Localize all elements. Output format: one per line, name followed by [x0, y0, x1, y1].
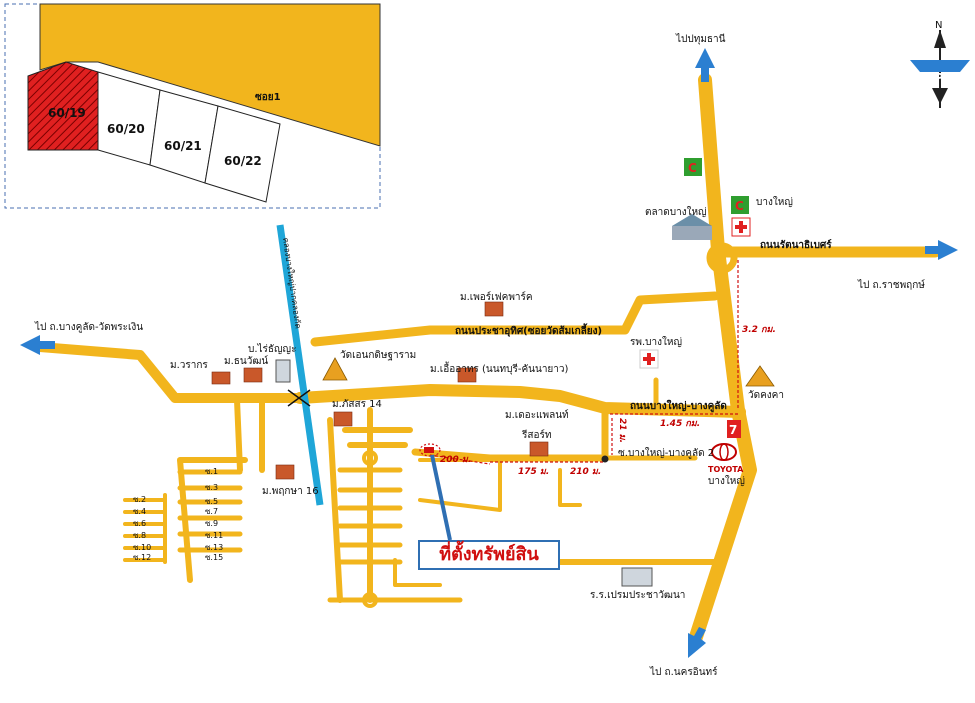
- soi-label: ซ.9: [205, 519, 218, 528]
- label-dist-200: 200 ม.: [440, 455, 471, 465]
- property-marker: [424, 447, 434, 453]
- svg-text:7: 7: [729, 423, 737, 437]
- label-thanawan: ม.ธนวัฒน์: [224, 355, 268, 367]
- junction-dot: [601, 455, 609, 463]
- house-icon: [529, 441, 549, 457]
- bridge-icon: [287, 389, 311, 407]
- soi-label: ซ.1: [205, 467, 218, 476]
- property-location-label: ที่ตั้งทรัพย์สิน: [418, 540, 560, 570]
- soi-label: ซ.3: [205, 483, 218, 492]
- label-school: ร.ร.เปรมประชาวัฒนา: [590, 590, 685, 601]
- label-wat-ten: วัดเอนกดิษฐาราม: [340, 350, 416, 361]
- distance-markers: [429, 260, 739, 465]
- gpv-logo: GPV: [925, 71, 954, 85]
- property-pointer: [430, 454, 452, 541]
- cross-logo-icon: [731, 217, 751, 237]
- road-network: [35, 73, 941, 647]
- label-dist-175: 175 ม.: [518, 467, 549, 477]
- inset-plan: 60/19 60/20 60/21 60/22 ซอย1: [4, 3, 381, 209]
- compass-n: N: [935, 20, 942, 31]
- compass-icon: N GPV: [910, 20, 970, 108]
- arrow-west-icon: [20, 335, 55, 355]
- hospital-icon: [639, 349, 659, 369]
- plot-label-60-19: 60/19: [48, 106, 86, 120]
- label-dist-210: 210 ม.: [570, 467, 601, 477]
- svg-text:C: C: [688, 161, 697, 175]
- arrow-east-icon: [925, 240, 958, 260]
- plot-label-60-20: 60/20: [107, 122, 145, 136]
- soi-label: ซ.2: [133, 495, 146, 504]
- seven-eleven-logo-icon: 7: [727, 420, 741, 438]
- plot-label-60-21: 60/21: [164, 139, 202, 153]
- label-bangyai-bangkulat: ถนนบางใหญ่-บางคูลัด: [630, 399, 727, 413]
- temple-icons: [322, 357, 775, 387]
- plot-60-22: [204, 105, 281, 203]
- soi-label: ซ.11: [205, 531, 223, 540]
- property-circle: [419, 443, 441, 457]
- soi-label: ซ.4: [133, 507, 146, 516]
- label-dist-3-2: 3.2 กม.: [742, 325, 776, 335]
- temple-icon-2: [745, 365, 775, 387]
- arrow-north-icon: [695, 48, 715, 82]
- soi-label: ซ.15: [205, 553, 223, 562]
- house-icon: [484, 301, 504, 317]
- label-phatsorn: ม.ภัสสร 14: [332, 399, 382, 410]
- soi-label: ซ.13: [205, 543, 223, 552]
- label-hospital: รพ.บางใหญ่: [630, 336, 682, 348]
- label-pracha-uthit: ถนนประชาอุทิศ(ซอยวัดส้มเกลี้ยง): [455, 323, 602, 337]
- direction-arrows: [20, 48, 958, 658]
- label-rai-thanya: บ.ไร่ธัญญะ: [248, 343, 296, 355]
- seven-eleven-icon-2: C: [731, 196, 749, 214]
- soi-label: ซ.12: [133, 553, 151, 562]
- label-west: ไป ถ.บางคูลัด-วัดพระเงิน: [34, 321, 143, 333]
- map-labels: ไปปทุมธานี ไป ถ.ราชพฤกษ์ ไป ถ.บางคูลัด-ว…: [34, 33, 925, 678]
- house-icon: [457, 367, 477, 383]
- house-icon: [243, 367, 263, 383]
- label-the-palm: ม.เดอะแพลนท์: [505, 409, 569, 421]
- soi-label: ซ.6: [133, 519, 146, 528]
- house-icon: [333, 411, 353, 427]
- market-icon: [672, 214, 712, 240]
- label-toyota: TOYOTA: [708, 465, 744, 474]
- house-icon: [211, 371, 231, 385]
- label-wat-khong-kha: วัดคงคา: [748, 390, 784, 401]
- label-soi-2: ซ.บางใหญ่-บางคูลัด 2: [618, 447, 714, 459]
- label-bangyai: บางใหญ่: [756, 196, 793, 208]
- toyota-logo-icon: [711, 443, 737, 461]
- canal-line: [276, 224, 324, 506]
- soi-label: ซ.8: [133, 531, 146, 540]
- label-toyota-branch: บางใหญ่: [708, 475, 745, 487]
- label-north: ไปปทุมธานี: [675, 33, 726, 45]
- label-dist-21: 21 ม.: [617, 418, 627, 443]
- soi-label: ซ.5: [205, 497, 218, 506]
- soi-label: ซ.10: [133, 543, 151, 552]
- label-pruksa: ม.พฤกษา 16: [262, 486, 319, 497]
- house-icons: [211, 301, 549, 480]
- temple-icon-1: [322, 357, 348, 381]
- label-market: ตลาดบางใหญ่: [645, 206, 707, 218]
- label-ua-athorn: ม.เอื้ออาทร (นนทบุรี-คันนายาว): [430, 361, 569, 375]
- label-resort: รีสอร์ท: [521, 429, 551, 441]
- label-south: ไป ถ.นครอินทร์: [649, 666, 718, 678]
- lane-band: [39, 3, 381, 147]
- lane-label: ซอย1: [255, 92, 281, 103]
- arrow-south-icon: [688, 627, 706, 658]
- seven-eleven-icon-1: C: [684, 158, 702, 176]
- building-icon: [275, 359, 653, 587]
- label-perfect-park: ม.เพอร์เฟคพาร์ค: [460, 291, 533, 303]
- soi-labels: ซ.1 ซ.3 ซ.5 ซ.7 ซ.9 ซ.11 ซ.13 ซ.15 ซ.2 ซ…: [133, 467, 223, 562]
- svg-text:C: C: [735, 199, 744, 213]
- house-icon: [275, 464, 295, 480]
- label-worakorn: ม.วรากร: [170, 360, 208, 371]
- soi-label: ซ.7: [205, 507, 218, 516]
- label-dist-1-45: 1.45 กม.: [660, 419, 700, 429]
- label-rattanathibet: ถนนรัตนาธิเบศร์: [760, 239, 832, 251]
- canal-label: คลองบางใหญ่ปากคลองกัด: [281, 237, 303, 329]
- plot-label-60-22: 60/22: [224, 154, 262, 168]
- label-east: ไป ถ.ราชพฤกษ์: [857, 279, 925, 291]
